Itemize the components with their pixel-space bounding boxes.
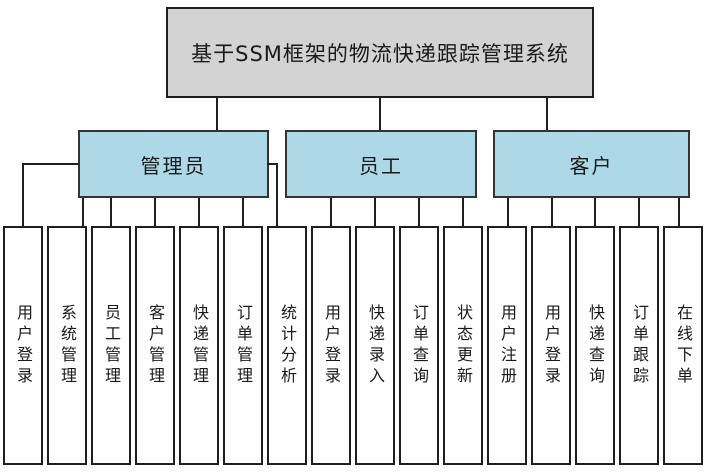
leaf-label: 快递查询 [586, 303, 605, 388]
leaf-label: 订单查询 [410, 303, 429, 388]
role-box-staff: 员工 [285, 130, 477, 198]
connector-line [22, 163, 79, 165]
leaf-box-system-management: 系统管理 [47, 226, 87, 465]
connector-line [638, 198, 640, 226]
leaf-box-staff-management: 员工管理 [91, 226, 131, 465]
leaf-box-express-query: 快递查询 [575, 226, 615, 465]
role-label-administrator: 管理员 [140, 153, 207, 178]
leaf-label: 订单跟踪 [630, 303, 649, 388]
leaf-box-admin-user-login: 用户登录 [3, 226, 43, 465]
role-box-administrator: 管理员 [78, 130, 269, 198]
leaf-label: 系统管理 [58, 303, 77, 388]
leaf-box-status-update: 状态更新 [443, 226, 483, 465]
leaf-box-order-tracking: 订单跟踪 [619, 226, 659, 465]
system-title-box: 基于SSM框架的物流快递跟踪管理系统 [166, 7, 594, 98]
leaf-box-order-management: 订单管理 [223, 226, 263, 465]
leaf-box-online-order: 在线下单 [663, 226, 703, 465]
connector-line [546, 98, 548, 130]
connector-line [462, 198, 464, 226]
leaf-label: 客户管理 [146, 303, 165, 388]
leaf-box-staff-user-login: 用户登录 [311, 226, 351, 465]
role-label-customer: 客户 [569, 153, 614, 178]
leaf-label: 订单管理 [234, 303, 253, 388]
connector-line [242, 198, 244, 226]
connector-line [22, 163, 24, 226]
leaf-label: 用户登录 [322, 303, 341, 388]
connector-line [594, 198, 596, 226]
connector-line [678, 198, 680, 226]
leaf-box-customer-user-login: 用户登录 [531, 226, 571, 465]
leaf-label: 状态更新 [454, 303, 473, 388]
leaf-box-statistics-analysis: 统计分析 [267, 226, 307, 465]
connector-line [276, 163, 278, 226]
leaf-label: 用户登录 [14, 303, 33, 388]
leaf-box-user-register: 用户注册 [487, 226, 527, 465]
leaf-box-order-query: 订单查询 [399, 226, 439, 465]
leaf-label: 统计分析 [278, 303, 297, 388]
connector-line [267, 163, 278, 165]
role-box-customer: 客户 [493, 130, 690, 198]
connector-line [507, 198, 509, 226]
connector-line [82, 198, 84, 226]
connector-line [216, 98, 218, 130]
leaf-label: 用户注册 [498, 303, 517, 388]
connector-line [551, 198, 553, 226]
leaf-label: 在线下单 [674, 303, 693, 388]
connector-line [330, 198, 332, 226]
connector-line [154, 198, 156, 226]
leaf-box-express-entry: 快递录入 [355, 226, 395, 465]
leaf-label: 员工管理 [102, 303, 121, 388]
connector-line [110, 198, 112, 226]
leaf-label: 快递录入 [366, 303, 385, 388]
leaf-label: 用户登录 [542, 303, 561, 388]
connector-line [374, 198, 376, 226]
role-label-staff: 员工 [359, 153, 403, 178]
connector-line [379, 98, 381, 130]
connector-line [198, 198, 200, 226]
leaf-box-express-management: 快递管理 [179, 226, 219, 465]
connector-line [418, 198, 420, 226]
leaf-box-customer-management: 客户管理 [135, 226, 175, 465]
system-title: 基于SSM框架的物流快递跟踪管理系统 [191, 41, 569, 66]
leaf-label: 快递管理 [190, 303, 209, 388]
